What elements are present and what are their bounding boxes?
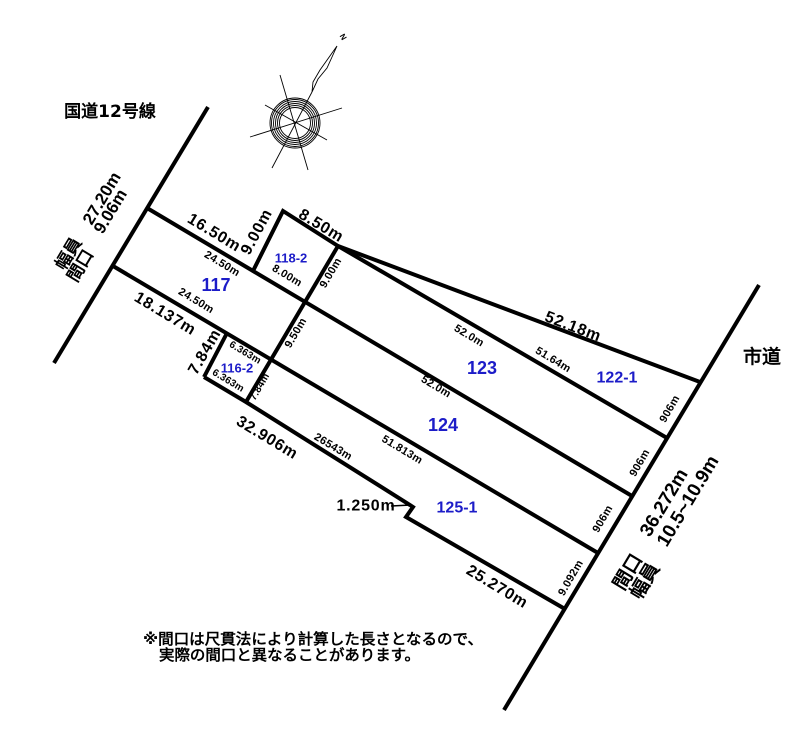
lot-label-117: 117: [201, 275, 230, 295]
boundary-117-123-north: [145, 206, 634, 498]
boundary-117-125-south: [111, 264, 600, 555]
boundary-125-1-south: [202, 375, 567, 611]
lot-label-123: 123: [467, 358, 497, 378]
dim-lot125-1-offset: 1.250m: [336, 498, 395, 515]
lot-label-124: 124: [428, 415, 458, 435]
dim-lot116-2-east: 7.84m: [248, 372, 272, 403]
city-road-line: [502, 283, 761, 712]
lot-label-122-1: 122-1: [597, 370, 638, 387]
north-label: N: [338, 32, 349, 42]
boundary-east-divider: [244, 244, 340, 404]
boundary-118-2-west-north: [251, 208, 340, 272]
city-road-name: 市道: [743, 345, 781, 368]
dim-lot125-1-south-outer-west: 32.906m: [233, 413, 301, 463]
note-line-2: 実際の間口と異なることがあります。: [159, 646, 420, 664]
boundary-122-1-north: [337, 244, 701, 384]
national-road-line: [52, 105, 210, 365]
north-arrow-icon: [311, 45, 338, 93]
dim-lot123-frontage: 906m: [627, 447, 652, 478]
lot-boundaries: [111, 206, 701, 611]
lot-label-125-1: 125-1: [437, 500, 478, 517]
boundary-116-2-west: [202, 332, 229, 378]
lot-label-118-2: 118-2: [275, 251, 308, 266]
dim-lot123-north-inner: 52.0m: [452, 322, 486, 349]
note-line-1: ※間口は尺貫法により計算した長さとなるので、: [143, 630, 483, 648]
compass-rose-icon: N: [249, 32, 349, 171]
national-road-name: 国道12号線: [64, 101, 156, 122]
boundary-122-1-123: [336, 244, 669, 440]
dim-lot122-1-north-outer: 52.18m: [542, 308, 603, 345]
offset-leader-line: [390, 504, 412, 507]
lot-label-116-2: 116-2: [221, 361, 254, 376]
